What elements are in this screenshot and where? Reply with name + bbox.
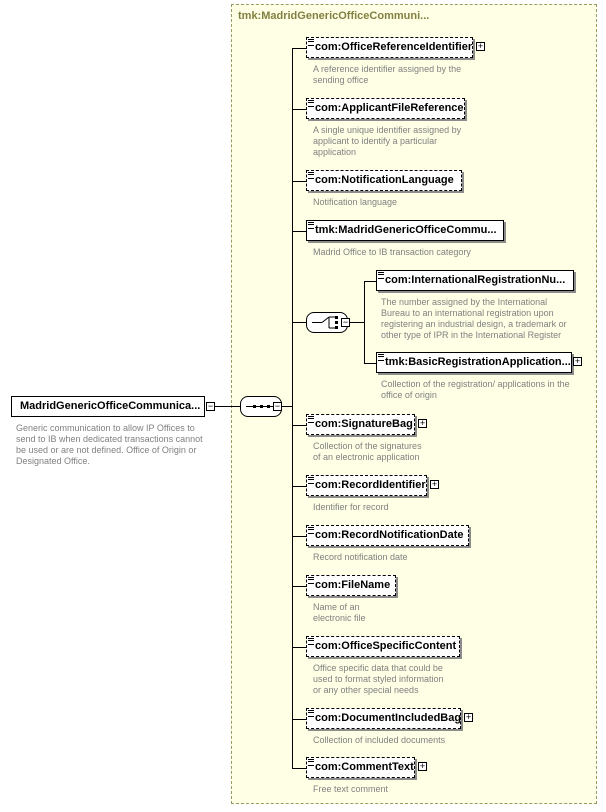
element-description: Notification language — [313, 197, 397, 208]
element-label: com:OfficeSpecificContent — [315, 640, 456, 652]
element-node-international-registration-number[interactable]: com:InternationalRegistrationNu... — [376, 270, 574, 291]
connector-line — [292, 109, 306, 110]
element-label: com:OfficeReferenceIdentifier — [315, 41, 472, 53]
element-description: Name of an electronic file — [313, 602, 366, 624]
collapse-minus-icon[interactable]: − — [273, 402, 282, 411]
element-description: Identifier for record — [313, 502, 389, 513]
connector-line — [292, 486, 306, 487]
element-marker-icon — [378, 354, 384, 361]
element-marker-icon — [308, 527, 314, 534]
connector-line — [282, 406, 292, 407]
connector-line — [292, 425, 306, 426]
element-description: Collection of the signatures of an elect… — [313, 441, 422, 463]
element-node-signature-bag[interactable]: com:SignatureBag — [306, 414, 415, 435]
element-description: A single unique identifier assigned by a… — [313, 125, 461, 158]
element-description: Record notification date — [313, 552, 408, 563]
element-label: com:FileName — [315, 579, 390, 591]
element-label: com:RecordNotificationDate — [315, 529, 464, 541]
expand-plus-icon[interactable]: + — [476, 42, 485, 51]
collapse-minus-icon[interactable]: − — [206, 402, 215, 411]
element-node-record-identifier[interactable]: com:RecordIdentifier — [306, 475, 427, 496]
root-description: Generic communication to allow IP Office… — [16, 423, 203, 467]
connector-line — [292, 647, 306, 648]
choice-spine-line — [364, 281, 365, 363]
element-description: A reference identifier assigned by the s… — [313, 64, 461, 86]
element-node-notification-language[interactable]: com:NotificationLanguage — [306, 170, 462, 191]
expand-plus-icon[interactable]: + — [464, 713, 473, 722]
connector-line — [292, 586, 306, 587]
element-label: com:CommentText — [315, 761, 414, 773]
element-description: Office specific data that could be used … — [313, 663, 444, 696]
element-description: Collection of the registration/ applicat… — [381, 379, 570, 401]
group-title: tmk:MadridGenericOfficeCommuni... — [238, 10, 429, 22]
connector-line — [292, 719, 306, 720]
element-marker-icon — [308, 710, 314, 717]
element-description: Madrid Office to IB transaction category — [313, 247, 471, 258]
sequence-spine-line — [292, 48, 293, 768]
expand-plus-icon[interactable]: + — [418, 762, 427, 771]
element-label: tmk:BasicRegistrationApplication... — [385, 356, 571, 368]
element-marker-icon — [308, 638, 314, 645]
connector-line — [364, 281, 376, 282]
expand-plus-icon[interactable]: + — [430, 480, 439, 489]
element-label: com:NotificationLanguage — [315, 174, 454, 186]
element-node-office-specific-content[interactable]: com:OfficeSpecificContent — [306, 636, 460, 657]
element-label: com:ApplicantFileReference — [315, 102, 464, 114]
element-node-office-reference-identifier[interactable]: com:OfficeReferenceIdentifier — [306, 37, 473, 58]
connector-line — [364, 363, 376, 364]
element-marker-icon — [308, 39, 314, 46]
element-description: Free text comment — [313, 784, 388, 795]
element-label: com:RecordIdentifier — [315, 479, 426, 491]
element-node-applicant-file-reference[interactable]: com:ApplicantFileReference — [306, 98, 465, 119]
element-node-basic-registration-application[interactable]: tmk:BasicRegistrationApplication... — [376, 352, 572, 373]
element-node-madrid-office-category[interactable]: tmk:MadridGenericOfficeCommu... — [306, 220, 504, 241]
root-element-node[interactable]: MadridGenericOfficeCommunica... — [11, 396, 205, 417]
element-marker-icon — [308, 172, 314, 179]
element-marker-icon — [308, 577, 314, 584]
element-node-comment-text[interactable]: com:CommentText — [306, 757, 415, 778]
element-description: The number assigned by the International… — [381, 297, 567, 341]
element-description: Collection of included documents — [313, 735, 445, 746]
connector-line — [292, 231, 306, 232]
element-node-record-notification-date[interactable]: com:RecordNotificationDate — [306, 525, 469, 546]
connector-line — [212, 406, 240, 407]
connector-line — [350, 322, 364, 323]
element-marker-icon — [308, 222, 314, 229]
expand-plus-icon[interactable]: + — [418, 419, 427, 428]
element-marker-icon — [308, 100, 314, 107]
root-element-label: MadridGenericOfficeCommunica... — [20, 400, 200, 412]
collapse-minus-icon[interactable]: − — [341, 318, 350, 327]
connector-line — [292, 768, 306, 769]
element-label: com:SignatureBag — [315, 418, 413, 430]
element-marker-icon — [308, 759, 314, 766]
connector-line — [292, 536, 306, 537]
connector-line — [292, 181, 306, 182]
element-marker-icon — [378, 272, 384, 279]
element-label: com:InternationalRegistrationNu... — [385, 274, 565, 286]
element-label: com:DocumentIncludedBag — [315, 712, 461, 724]
expand-plus-icon[interactable]: + — [573, 357, 582, 366]
element-label: tmk:MadridGenericOfficeCommu... — [315, 224, 497, 236]
element-marker-icon — [308, 416, 314, 423]
element-node-file-name[interactable]: com:FileName — [306, 575, 396, 596]
connector-line — [292, 48, 306, 49]
element-node-document-included-bag[interactable]: com:DocumentIncludedBag — [306, 708, 461, 729]
connector-line — [292, 322, 306, 323]
element-marker-icon — [308, 477, 314, 484]
